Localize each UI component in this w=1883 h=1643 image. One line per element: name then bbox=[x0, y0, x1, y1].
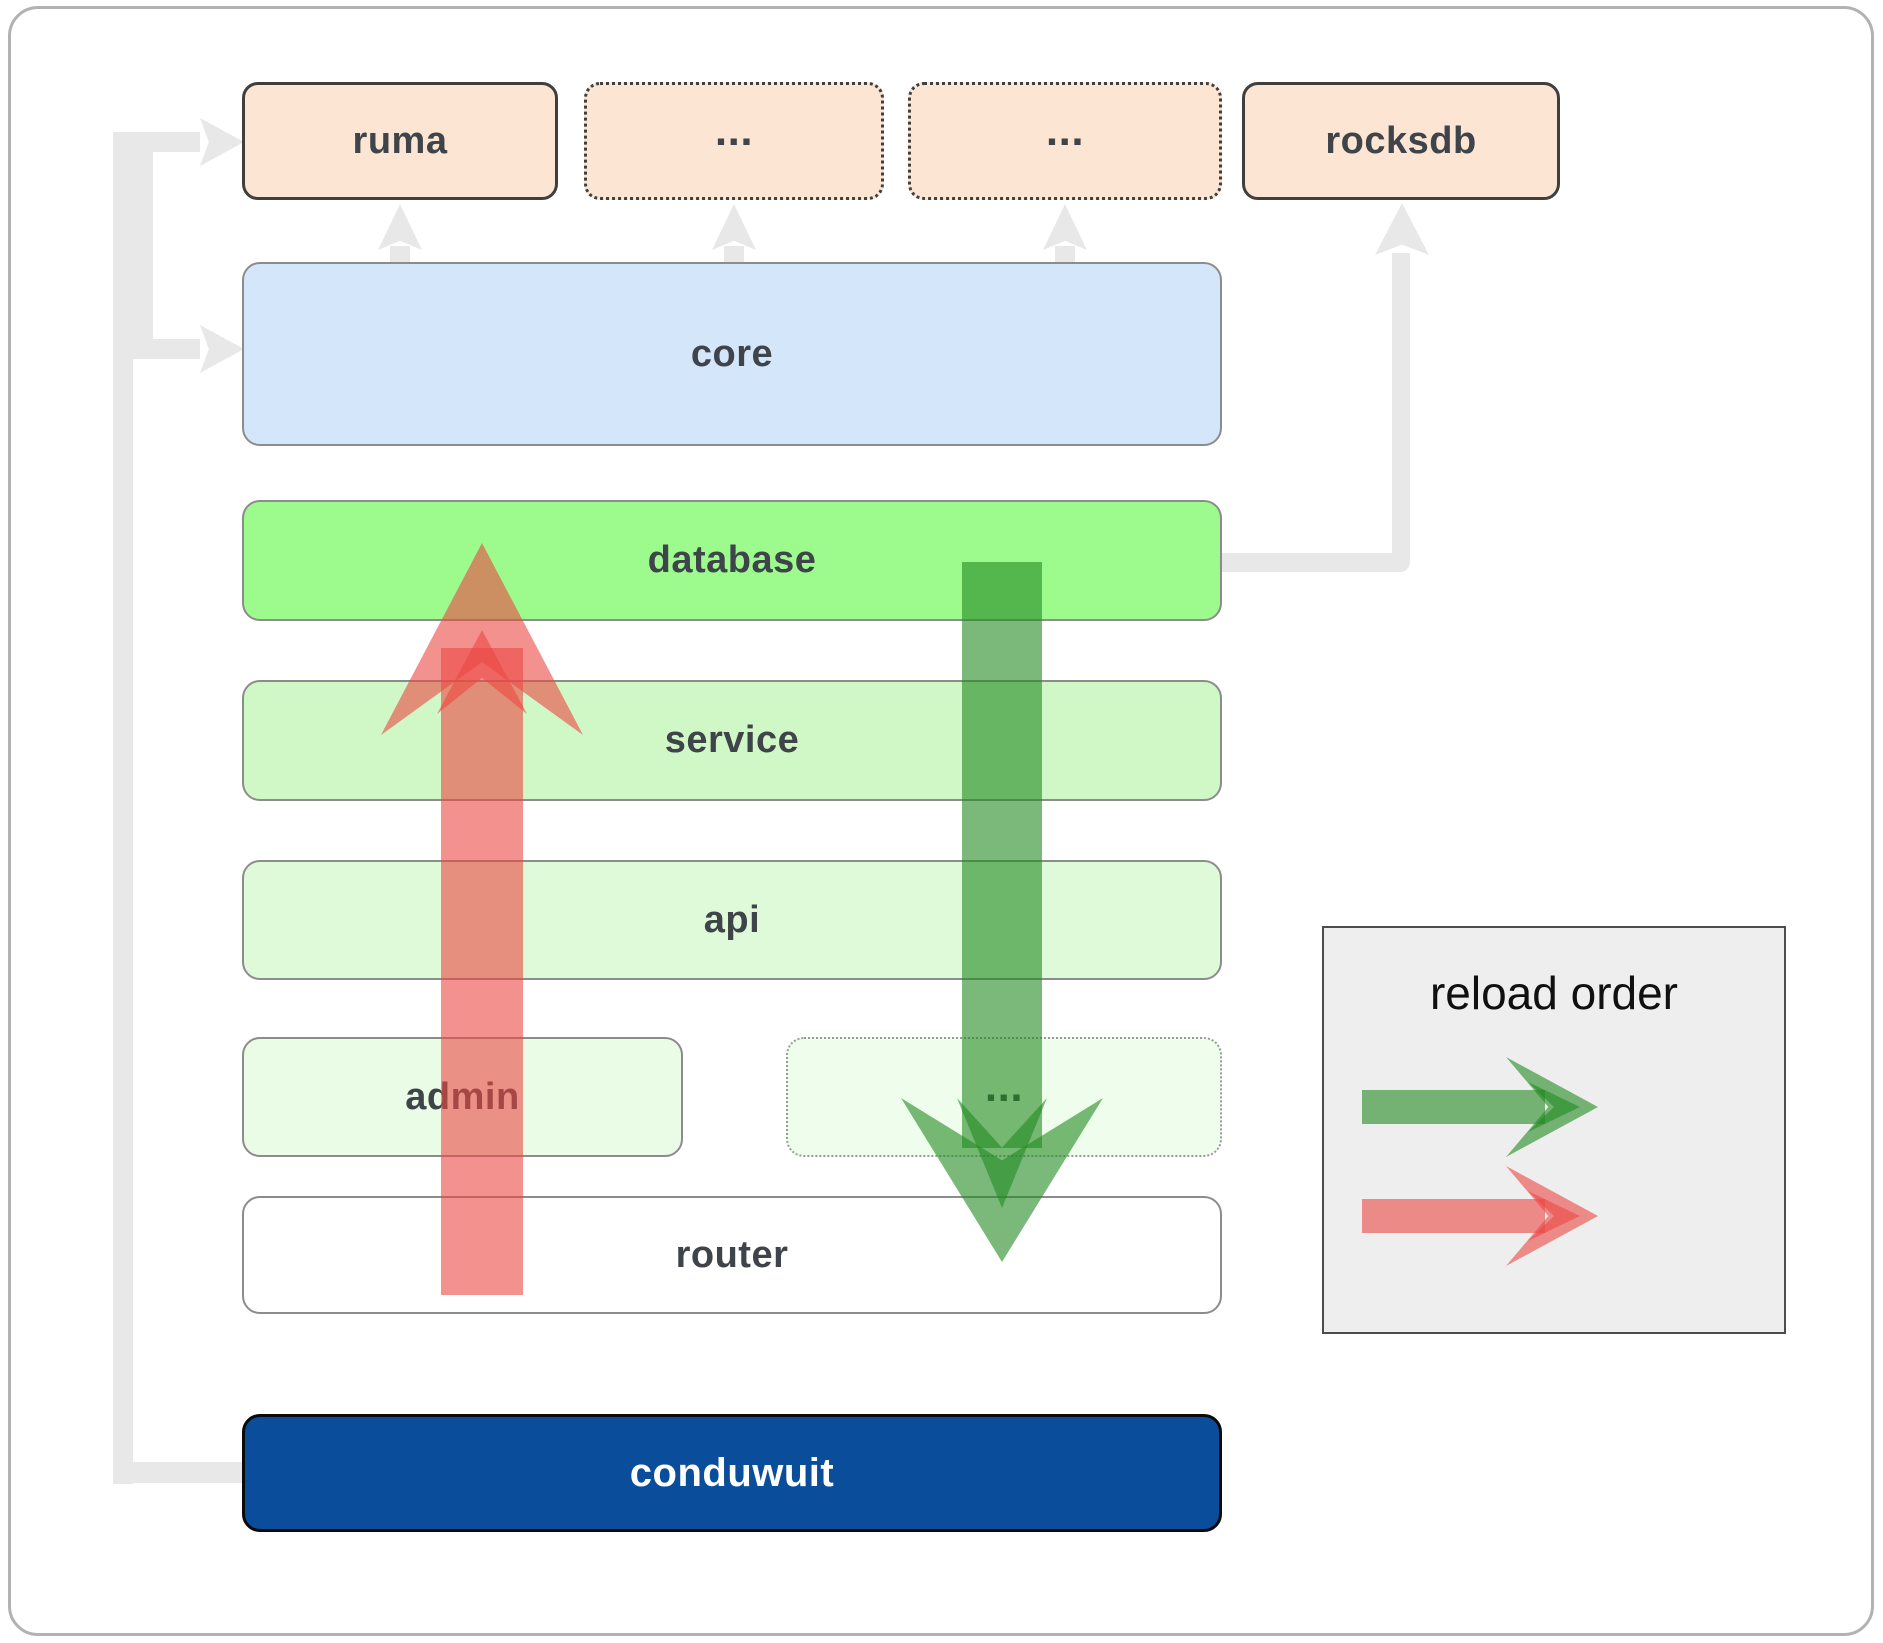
connector-to-core-shaft bbox=[133, 339, 200, 359]
ellipsis-label-2: ... bbox=[1045, 106, 1085, 155]
core-box: core bbox=[242, 262, 1222, 446]
ellipsis-label-1: ... bbox=[714, 106, 754, 155]
database-to-rocksdb-horizontal bbox=[1222, 553, 1402, 572]
ellipsis-box-2: ... bbox=[908, 82, 1222, 200]
core-to-ruma-stub bbox=[390, 246, 410, 262]
database-box: database bbox=[242, 500, 1222, 621]
conduwuit-box: conduwuit bbox=[242, 1414, 1222, 1532]
core-to-ellipsis2-stub bbox=[1055, 246, 1075, 262]
connector-from-conduwuit bbox=[113, 1462, 242, 1483]
database-to-rocksdb-vertical bbox=[1392, 253, 1410, 572]
api-box: api bbox=[242, 860, 1222, 980]
diagram-frame bbox=[8, 6, 1874, 1636]
router-label: router bbox=[675, 1233, 789, 1276]
legend-load-arrow-shaft bbox=[1362, 1090, 1545, 1124]
router-box: router bbox=[242, 1196, 1222, 1314]
rocksdb-label: rocksdb bbox=[1325, 119, 1477, 162]
ruma-box: ruma bbox=[242, 82, 558, 200]
connector-left-vertical bbox=[113, 132, 133, 1484]
ellipsis-box-1: ... bbox=[584, 82, 884, 200]
legend-unload-arrow-shaft bbox=[1362, 1199, 1545, 1233]
load-arrow-shaft bbox=[962, 562, 1042, 1148]
connector-branch-vertical bbox=[133, 142, 153, 349]
ruma-label: ruma bbox=[352, 119, 448, 162]
unload-arrow-shaft bbox=[441, 648, 523, 1295]
core-label: core bbox=[690, 332, 774, 375]
service-label: service bbox=[664, 719, 800, 761]
legend-title: reload order bbox=[1429, 967, 1679, 1019]
conduwuit-label: conduwuit bbox=[629, 1450, 835, 1495]
api-label: api bbox=[703, 898, 761, 941]
rocksdb-box: rocksdb bbox=[1242, 82, 1560, 200]
service-box: service bbox=[242, 680, 1222, 801]
core-to-ellipsis1-stub bbox=[724, 246, 744, 262]
connector-to-ruma-shaft bbox=[113, 132, 200, 152]
database-label: database bbox=[647, 539, 817, 581]
